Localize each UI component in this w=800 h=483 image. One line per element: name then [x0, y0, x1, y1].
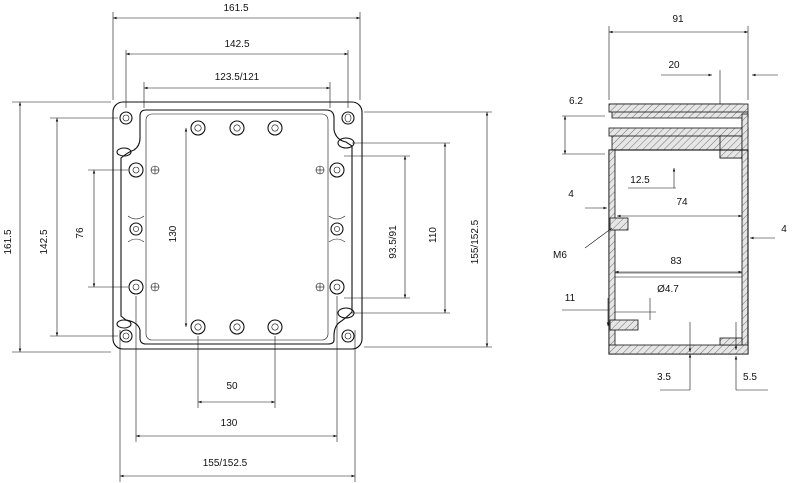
dim-right-110: 110	[428, 227, 439, 243]
dim-top-inner: 123.5/121	[215, 72, 260, 83]
mounting-bosses	[127, 120, 346, 335]
side-section-view: 91 20 6.2 12.5 4 74 4 M6 83 Ø4.7 11 3.5 …	[553, 14, 787, 391]
dim-center-130: 130	[168, 225, 179, 242]
front-view: 161.5 142.5 123.5/121 161.5 142.5 76 130…	[3, 3, 492, 482]
side-dimension-lines	[562, 26, 778, 391]
dim-left-hole-span: 142.5	[39, 229, 50, 254]
dim-lid-12-5: 12.5	[630, 175, 650, 186]
dim-right-inner: 93.5/91	[388, 225, 399, 259]
front-dimension-lines	[12, 12, 492, 482]
dim-lid-20: 20	[668, 60, 680, 71]
dim-left-76: 76	[75, 227, 86, 239]
dim-depth-91: 91	[672, 14, 684, 25]
dim-bottom-50: 50	[226, 381, 238, 392]
dim-wall-4-left: 4	[568, 189, 574, 200]
corner-screw-holes	[116, 111, 355, 343]
dim-hole-dia: Ø4.7	[657, 284, 679, 295]
dim-wall-4-right: 4	[781, 224, 787, 235]
dim-base-3-5: 3.5	[657, 372, 671, 383]
dim-base-5-5: 5.5	[743, 372, 757, 383]
dim-top-hole-span: 142.5	[224, 39, 249, 50]
dim-thread-m6: M6	[553, 250, 567, 261]
dim-left-overall: 161.5	[3, 229, 14, 254]
enclosure-inner-contour	[120, 109, 353, 345]
dim-inner-74: 74	[676, 197, 688, 208]
dim-lid-6-2: 6.2	[569, 96, 583, 107]
lid-inner-line	[145, 113, 329, 341]
enclosure-outline	[112, 101, 363, 350]
dim-right-outer: 155/152.5	[470, 219, 481, 264]
dim-bottom-130: 130	[221, 418, 238, 429]
dim-base-11: 11	[565, 293, 576, 304]
dim-top-overall: 161.5	[223, 3, 248, 14]
dim-inner-83: 83	[670, 256, 682, 267]
dim-bottom-outer: 155/152.5	[203, 458, 248, 469]
